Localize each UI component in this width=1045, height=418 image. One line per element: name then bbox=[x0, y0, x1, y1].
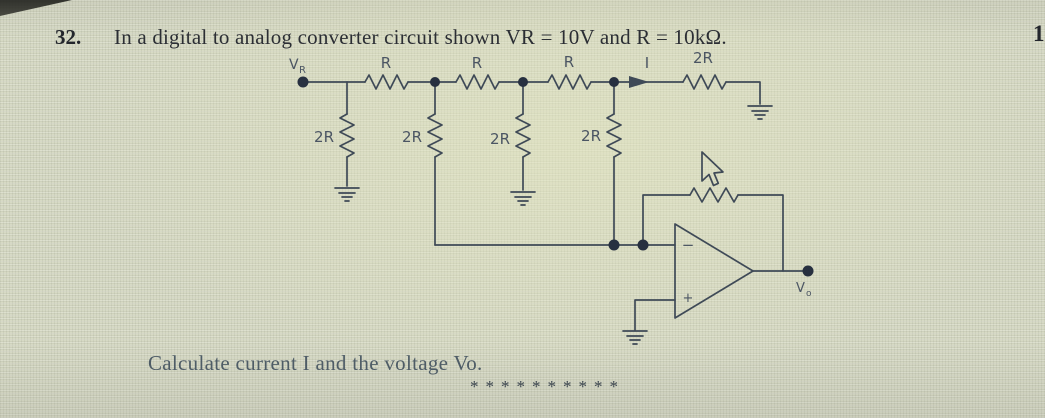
shunt-resistor-label-2: 2R bbox=[402, 128, 422, 146]
resistor-r1 bbox=[364, 74, 409, 90]
shunt-resistor-label-3: 2R bbox=[490, 130, 510, 148]
resistor-r2 bbox=[455, 74, 500, 90]
opamp bbox=[634, 223, 809, 331]
shunt-resistor-2 bbox=[427, 113, 443, 158]
resistor-2r-termination bbox=[682, 74, 727, 90]
ground-icon bbox=[510, 191, 536, 206]
vr-label: V bbox=[289, 57, 299, 73]
series-resistor-label-1: R bbox=[381, 54, 391, 72]
series-resistor-label-2: R bbox=[472, 54, 482, 72]
vo-label-subscript: o bbox=[806, 289, 812, 299]
vr-label-subscript: R bbox=[299, 65, 306, 76]
ground-icon bbox=[334, 187, 360, 202]
ground-icon bbox=[747, 105, 773, 120]
shunt-resistor-1 bbox=[339, 113, 355, 158]
problem-number: 32. bbox=[55, 25, 82, 49]
question-text: Calculate current I and the voltage Vo. bbox=[148, 351, 483, 375]
separator-stars: ********** bbox=[470, 377, 625, 396]
termination-resistor-label: 2R bbox=[693, 49, 713, 67]
feedback-resistor bbox=[689, 187, 739, 203]
ground-icon bbox=[622, 330, 648, 345]
opamp-triangle bbox=[674, 223, 754, 319]
node-dots bbox=[297, 76, 814, 277]
shunt-branches bbox=[339, 81, 622, 246]
mouse-cursor-icon bbox=[701, 151, 724, 187]
opamp-noninverting-wire bbox=[634, 299, 676, 331]
opamp-inverting-label: − bbox=[682, 236, 695, 254]
resistor-r3 bbox=[547, 74, 592, 90]
shunt-resistor-4 bbox=[606, 113, 622, 158]
current-label: I bbox=[645, 54, 649, 72]
problem-statement: In a digital to analog converter circuit… bbox=[114, 25, 727, 49]
current-arrow-icon bbox=[629, 76, 649, 88]
feedback-network bbox=[642, 187, 784, 272]
page-edge-fragment: 1 bbox=[1033, 21, 1045, 46]
shunt-resistor-3 bbox=[515, 113, 531, 158]
opamp-noninverting-label: + bbox=[683, 291, 694, 306]
shunt-resistor-label-4: 2R bbox=[581, 127, 601, 145]
series-resistor-label-3: R bbox=[564, 53, 574, 71]
shunt-resistor-label-1: 2R bbox=[314, 128, 334, 146]
series-resistors bbox=[364, 74, 727, 90]
vo-label: V bbox=[796, 281, 805, 296]
